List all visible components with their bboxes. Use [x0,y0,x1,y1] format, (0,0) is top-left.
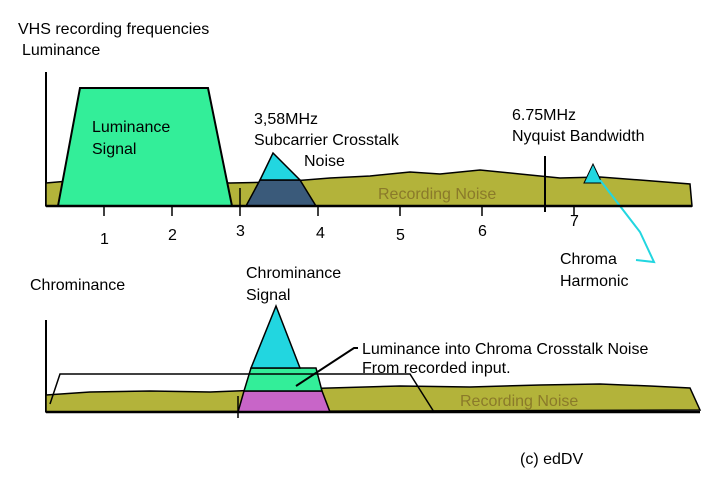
subcarrier-label-2: Subcarrier Crosstalk [254,132,400,149]
chroma-harmonic-peak [583,162,603,184]
luminance-ticks [103,206,575,216]
nyquist-label-2: Nyquist Bandwidth [512,128,645,145]
copyright-label: (c) edDV [520,451,583,468]
chrominance-noise-label: Recording Noise [460,393,578,410]
crosstalk-label-1: Luminance into Chroma Crosstalk Noise [362,341,648,358]
tick-label-6: 6 [478,223,487,240]
crosstalk-pointer [295,347,358,387]
chrominance-signal-tip [249,303,302,369]
crosstalk-label-2: From recorded input. [362,360,511,377]
crosstalk-outline [49,373,435,413]
subcarrier-label-3: Noise [304,153,345,170]
tick-label-3: 3 [236,223,245,240]
tick-label-5: 5 [396,227,405,244]
tick-label-4: 4 [316,225,325,242]
chrominance-crosstalk-band [242,367,323,392]
tick-label-1: 1 [100,231,109,248]
chroma-harmonic-label-2: Harmonic [560,273,628,290]
chrominance-signal-label-1: Chrominance [246,265,341,282]
subcarrier-label-1: 3,58MHz [254,111,318,128]
subcarrier-crosstalk-tip [258,151,302,181]
tick-label-2: 2 [168,227,177,244]
luminance-heading: Luminance [22,42,100,59]
luminance-signal-label-2: Signal [92,141,136,158]
tick-label-7: 7 [570,213,579,230]
chrominance-signal-base [237,390,332,413]
chrominance-noise-band [45,383,702,413]
nyquist-label-1: 6.75MHz [512,107,576,124]
luminance-noise-label: Recording Noise [378,186,496,203]
chrominance-heading: Chrominance [30,277,125,294]
chroma-harmonic-label-1: Chroma [560,251,617,268]
luminance-signal-label-1: Luminance [92,119,170,136]
luminance-signal-shape [56,87,234,207]
diagram-title: VHS recording frequencies [18,21,209,38]
chrominance-signal-label-2: Signal [246,287,290,304]
